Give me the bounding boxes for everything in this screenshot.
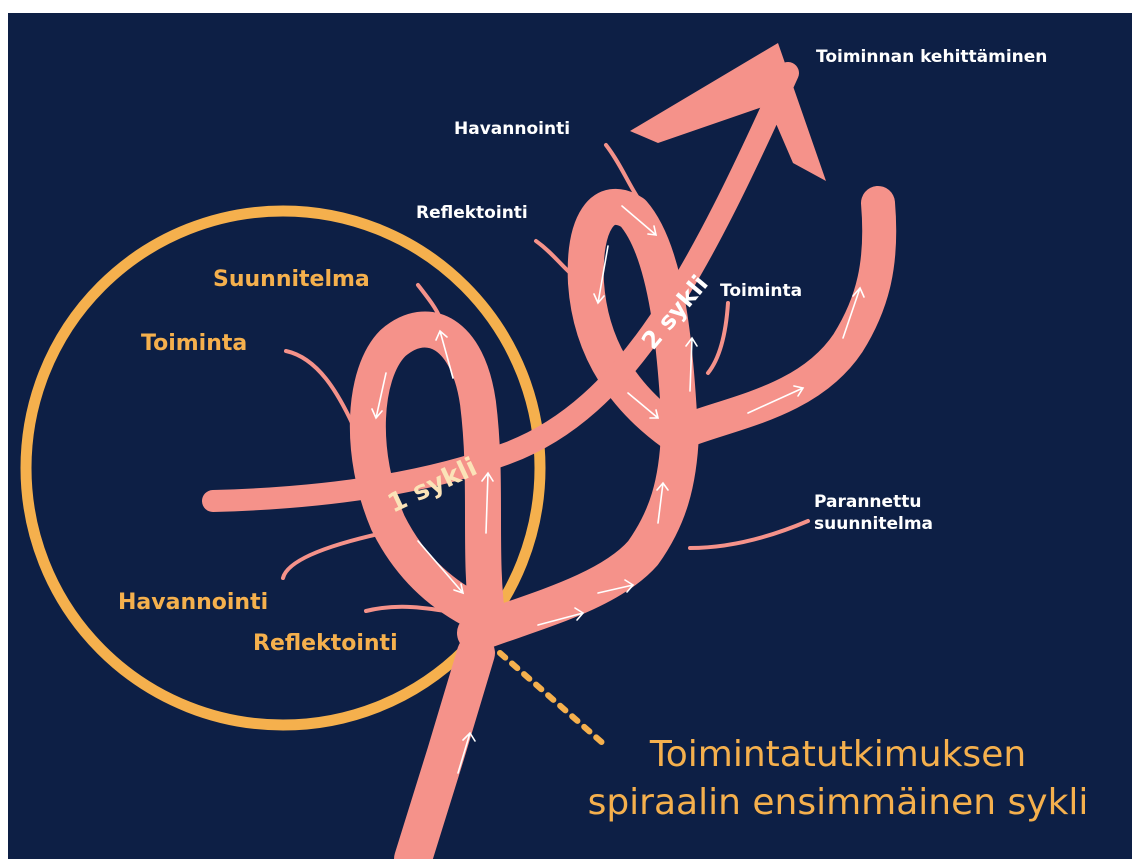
connector-parannettu	[690, 521, 808, 548]
connector-cycle1-toiminta	[286, 351, 353, 425]
label-cycle1-reflektointi: Reflektointi	[253, 631, 398, 656]
connector-cycle2-toiminta	[708, 303, 728, 373]
connector-cycle1-havannointi	[283, 533, 383, 578]
label-parannettu-suunnitelma: Parannettu suunnitelma	[814, 491, 944, 535]
label-cycle1-toiminta: Toiminta	[141, 331, 247, 356]
diagram-caption: Toimintatutkimuksen spiraalin ensimmäine…	[568, 731, 1108, 827]
diagram-canvas: 1 sykli 2 sykli Toiminnan kehittäminen H…	[8, 13, 1132, 859]
label-cycle1-havannointi: Havannointi	[118, 590, 268, 615]
caption-line-1: Toimintatutkimuksen	[568, 731, 1108, 779]
label-cycle2-reflektointi: Reflektointi	[416, 203, 528, 223]
label-cycle1-suunnitelma: Suunnitelma	[213, 267, 370, 292]
label-cycle2-havannointi: Havannointi	[454, 119, 570, 139]
label-toiminnan-kehittaminen: Toiminnan kehittäminen	[816, 47, 1047, 67]
development-arrow-head	[630, 43, 826, 181]
label-cycle2-toiminta: Toiminta	[720, 281, 802, 301]
caption-line-2: spiraalin ensimmäinen sykli	[568, 779, 1108, 827]
